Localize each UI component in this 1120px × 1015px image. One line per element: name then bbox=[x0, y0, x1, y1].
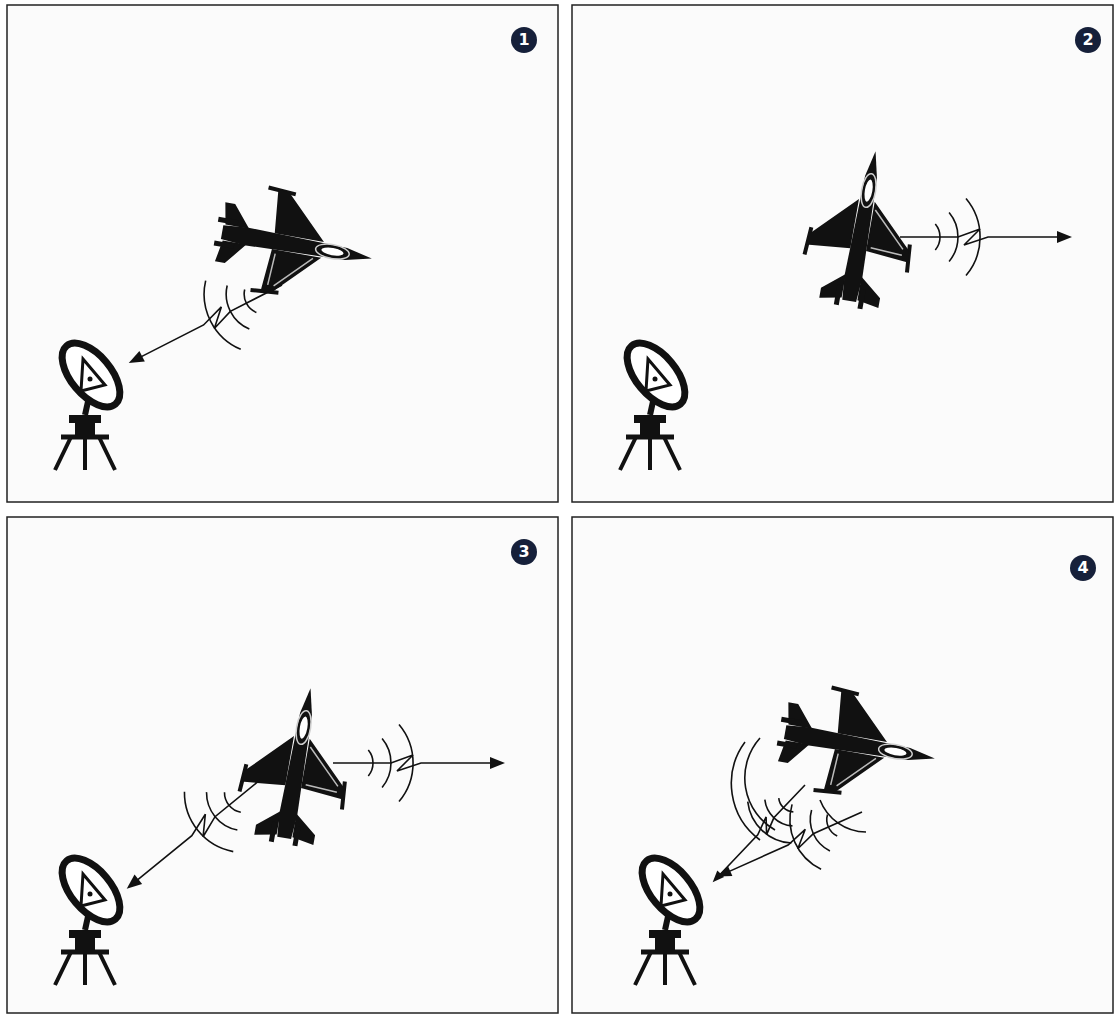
panel-frame bbox=[7, 517, 558, 1013]
fighter-jet bbox=[770, 680, 944, 810]
fighter-jet bbox=[797, 142, 927, 316]
callout-number: 1 bbox=[511, 27, 537, 53]
radar-dish bbox=[51, 333, 130, 470]
panel-frame bbox=[7, 5, 558, 502]
radar-dish bbox=[631, 848, 710, 985]
radar-dish bbox=[616, 333, 695, 470]
radar-signal bbox=[333, 724, 505, 801]
fighter-jet bbox=[232, 679, 362, 853]
panel-frame bbox=[572, 5, 1113, 502]
jamming-wave bbox=[731, 738, 866, 840]
callout-number: 2 bbox=[1075, 27, 1101, 53]
radar-signal bbox=[111, 251, 299, 398]
radar-signal bbox=[900, 198, 1072, 275]
fighter-jet bbox=[207, 180, 381, 310]
radar-signal bbox=[102, 750, 284, 919]
panel-frame bbox=[572, 517, 1113, 1013]
radar-signal bbox=[691, 764, 827, 903]
callout-number: 4 bbox=[1070, 555, 1096, 581]
callout-number: 3 bbox=[511, 539, 537, 565]
radar-dish bbox=[51, 848, 130, 985]
radar-signal bbox=[703, 780, 876, 909]
